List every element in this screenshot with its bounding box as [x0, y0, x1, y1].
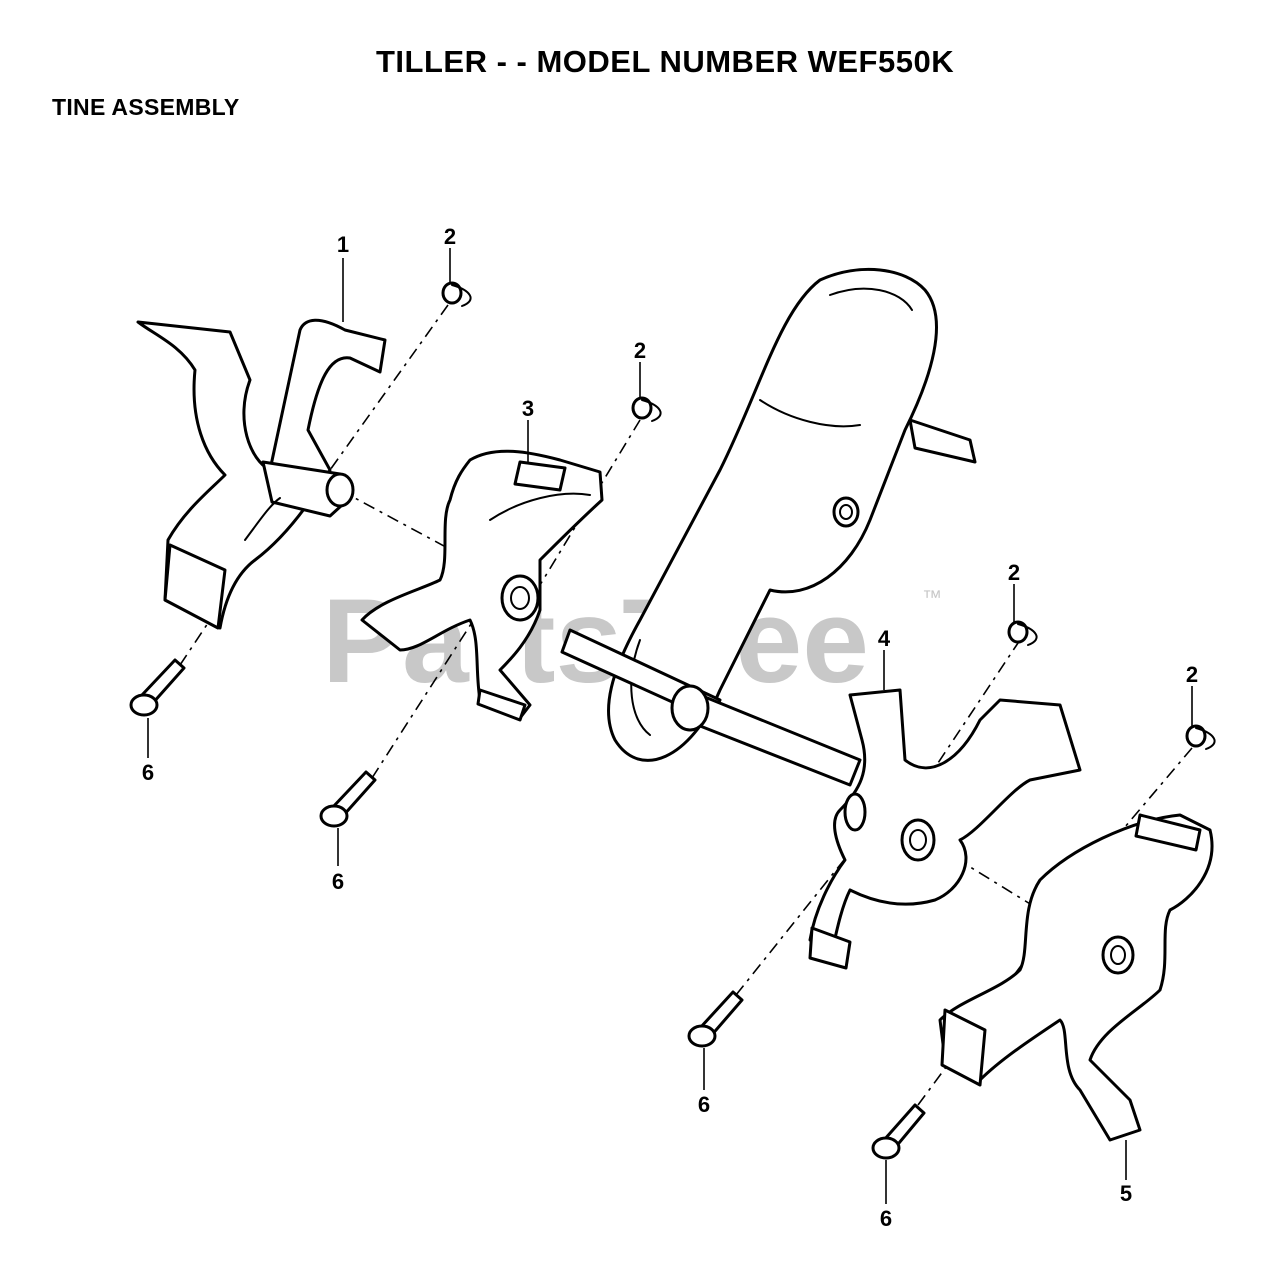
pin-line-2c [919, 639, 1021, 791]
tine-3 [360, 449, 604, 722]
callout-4: 4 [878, 626, 891, 651]
pin-line-6b [371, 609, 481, 779]
watermark-trademark: ™ [922, 587, 942, 609]
callout-2d: 2 [1186, 662, 1198, 687]
callout-1: 1 [337, 232, 349, 257]
tine-5 [938, 813, 1214, 1142]
callout-3: 3 [522, 396, 534, 421]
pin-line-6a [179, 589, 231, 666]
hairpin-clip-2b [631, 396, 662, 422]
callout-5: 5 [1120, 1181, 1132, 1206]
axis-line-left [339, 489, 471, 561]
clevis-pin-6c [687, 990, 744, 1048]
pin-line-2a [329, 304, 449, 471]
diagram-title: TILLER - - MODEL NUMBER WEF550K [376, 44, 955, 79]
tine-4 [808, 688, 1082, 970]
callout-6a: 6 [142, 760, 154, 785]
tine-shaft [560, 418, 977, 787]
clevis-pin-6a [129, 658, 186, 717]
axis-line-right [909, 829, 1041, 911]
clevis-pin-6d [871, 1103, 926, 1160]
section-title: TINE ASSEMBLY [52, 94, 240, 120]
callout-6c: 6 [698, 1092, 710, 1117]
callout-2c: 2 [1008, 560, 1020, 585]
callout-6d: 6 [880, 1206, 892, 1231]
hairpin-clip-2a [441, 281, 472, 307]
tine-1 [136, 318, 387, 630]
clevis-pin-6b [319, 770, 377, 828]
callout-2b: 2 [634, 338, 646, 363]
hairpin-clip-2d [1185, 724, 1216, 750]
gearbox-housing [607, 267, 938, 762]
hairpin-clip-2c [1007, 620, 1038, 646]
callout-2a: 2 [444, 224, 456, 249]
pin-line-2b [539, 419, 641, 586]
callout-6b: 6 [332, 869, 344, 894]
